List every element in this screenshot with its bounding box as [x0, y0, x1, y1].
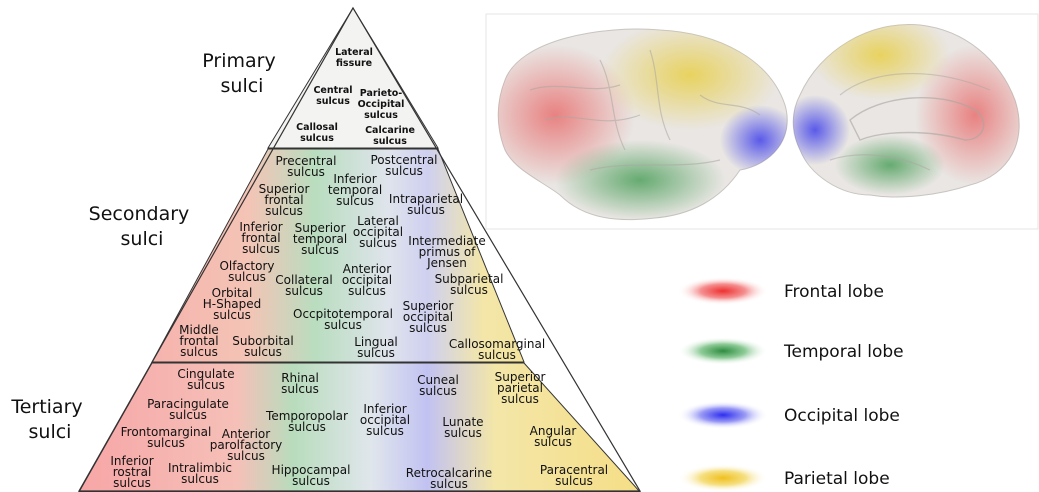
legend-item-occipital: Occipital lobe	[678, 401, 900, 429]
legend-label-temporal: Temporal lobe	[783, 342, 904, 362]
tier-primary-band	[267, 7, 439, 149]
lobe-legend: Frontal lobe Temporal lobe Occipital lob…	[678, 277, 904, 492]
legend-label-occipital: Occipital lobe	[784, 406, 900, 426]
parietal-swatch	[678, 464, 768, 492]
pyramid-outline	[77, 6, 642, 492]
tier-label-tertiary: Tertiary sulci	[10, 396, 88, 443]
occipital-swatch	[678, 401, 768, 429]
legend-item-temporal: Temporal lobe	[678, 337, 904, 365]
tier-secondary-band	[151, 148, 525, 363]
tier-label-secondary: Secondary sulci	[89, 203, 196, 250]
temporal-swatch	[678, 337, 768, 365]
legend-label-parietal: Parietal lobe	[784, 469, 890, 489]
legend-label-frontal: Frontal lobe	[784, 282, 884, 302]
legend-item-parietal: Parietal lobe	[678, 464, 890, 492]
frontal-swatch	[678, 277, 768, 305]
legend-item-frontal: Frontal lobe	[678, 277, 884, 305]
brain-illustration-panel	[485, 13, 1039, 230]
tier-label-primary: Primary sulci	[202, 50, 281, 97]
sulci-pyramid	[77, 6, 642, 492]
